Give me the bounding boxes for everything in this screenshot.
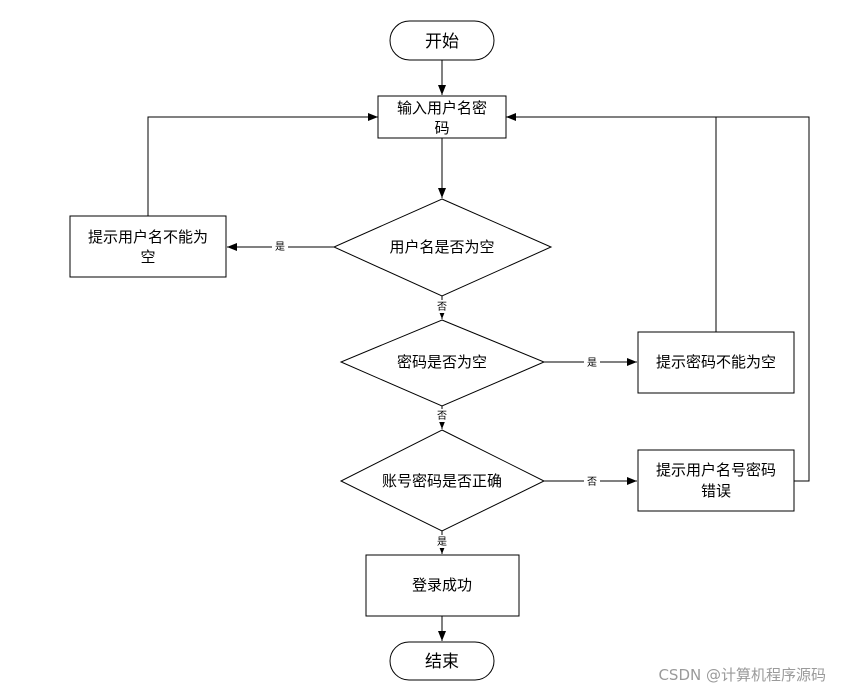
prompt-password-empty-box [637,331,795,394]
check-username-empty-decision [332,198,553,297]
prompt-credentials-error-label-line1: 提示用户名号密码 [656,461,776,479]
edge-label-pwd-no: 否 [437,410,447,422]
edge-label-account-no: 否 [587,476,597,488]
prompt-username-empty-box [69,215,227,278]
input-credentials-box [377,95,507,139]
check-account-correct-decision [339,429,546,532]
check-password-empty-label: 密码是否为空 [397,353,487,371]
prompt-credentials-error-box [637,449,795,512]
edge-label-user-no: 否 [437,301,447,313]
edge-label-pwd-yes: 是 [587,357,597,369]
start-label: 开始 [425,32,459,52]
input-credentials-label-line1: 输入用户名密 [397,99,487,117]
prompt-username-empty-label-line2: 空 [140,248,155,266]
check-password-empty-decision [339,319,546,407]
edge-prompt-user-to-input [147,113,378,216]
prompt-credentials-error-label-line2: 错误 [701,482,731,500]
end-label: 结束 [425,652,459,672]
edge-prompt-pwd-to-input [506,116,717,332]
edge-prompt-error-to-input [506,113,810,482]
start-terminator [389,20,495,61]
login-success-label: 登录成功 [412,576,472,594]
csdn-watermark: CSDN @计算机程序源码 [658,666,826,684]
check-username-empty-label: 用户名是否为空 [389,238,494,256]
edge-label-user-yes: 是 [275,241,285,253]
edge-label-account-yes: 是 [437,536,447,548]
login-success-box [365,554,520,617]
end-terminator [389,641,495,681]
check-account-correct-label: 账号密码是否正确 [382,472,502,490]
prompt-username-empty-label-line1: 提示用户名不能为 [88,228,208,246]
prompt-password-empty-label: 提示密码不能为空 [656,353,776,371]
input-credentials-label-line2: 码 [434,119,449,137]
